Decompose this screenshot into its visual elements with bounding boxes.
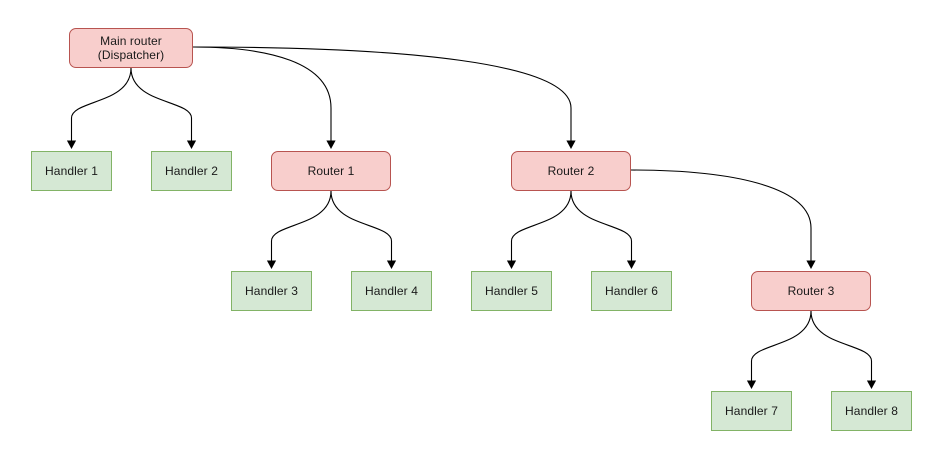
node-router-3[interactable]: Router 3 xyxy=(751,271,871,311)
arrowhead-a-h4 xyxy=(386,260,397,269)
node-label-handler-8: Handler 8 xyxy=(845,404,898,418)
arrowhead-a-h1 xyxy=(66,140,77,149)
arrowhead-a-h3 xyxy=(266,260,277,269)
node-handler-5[interactable]: Handler 5 xyxy=(471,271,552,311)
node-handler-4[interactable]: Handler 4 xyxy=(351,271,432,311)
node-label-router-1: Router 1 xyxy=(307,164,355,178)
node-label-handler-7: Handler 7 xyxy=(725,404,778,418)
node-label-router-3: Router 3 xyxy=(787,284,835,298)
arrowhead-a-h7 xyxy=(746,380,757,389)
node-label-handler-3: Handler 3 xyxy=(245,284,298,298)
arrowhead-a-r1 xyxy=(326,140,336,149)
edge-router-3-to-handler-7 xyxy=(750,310,812,384)
node-handler-2[interactable]: Handler 2 xyxy=(151,151,232,191)
node-label-handler-5: Handler 5 xyxy=(485,284,538,298)
node-handler-7[interactable]: Handler 7 xyxy=(711,391,792,431)
edge-main-router-to-router-1 xyxy=(192,46,332,144)
node-label-router-2: Router 2 xyxy=(547,164,595,178)
arrowhead-a-h2 xyxy=(186,140,197,149)
node-handler-8[interactable]: Handler 8 xyxy=(831,391,912,431)
node-label-handler-4: Handler 4 xyxy=(365,284,418,298)
edge-main-router-to-handler-1 xyxy=(70,67,132,144)
edge-router-1-to-handler-3 xyxy=(270,190,332,264)
node-label-handler-1: Handler 1 xyxy=(45,164,98,178)
node-router-1[interactable]: Router 1 xyxy=(271,151,391,191)
edge-router-1-to-handler-4 xyxy=(330,190,393,264)
node-handler-1[interactable]: Handler 1 xyxy=(31,151,112,191)
node-label-handler-2: Handler 2 xyxy=(165,164,218,178)
edge-router-2-to-handler-6 xyxy=(570,190,633,264)
node-label-handler-6: Handler 6 xyxy=(605,284,658,298)
node-label-main-router: Main router (Dispatcher) xyxy=(97,34,165,62)
edge-router-3-to-handler-8 xyxy=(810,310,873,384)
arrowhead-a-h5 xyxy=(506,260,517,269)
arrowhead-a-r3 xyxy=(806,260,816,269)
node-handler-3[interactable]: Handler 3 xyxy=(231,271,312,311)
node-router-2[interactable]: Router 2 xyxy=(511,151,631,191)
node-main-router[interactable]: Main router (Dispatcher) xyxy=(69,28,193,68)
arrowhead-a-r2 xyxy=(566,140,576,149)
arrowhead-a-h8 xyxy=(866,380,877,389)
edge-router-2-to-router-3 xyxy=(630,169,812,264)
arrowhead-a-h6 xyxy=(626,260,637,269)
edge-router-2-to-handler-5 xyxy=(510,190,572,264)
edge-main-router-to-router-2 xyxy=(192,46,572,144)
edge-main-router-to-handler-2 xyxy=(130,67,193,144)
node-handler-6[interactable]: Handler 6 xyxy=(591,271,672,311)
